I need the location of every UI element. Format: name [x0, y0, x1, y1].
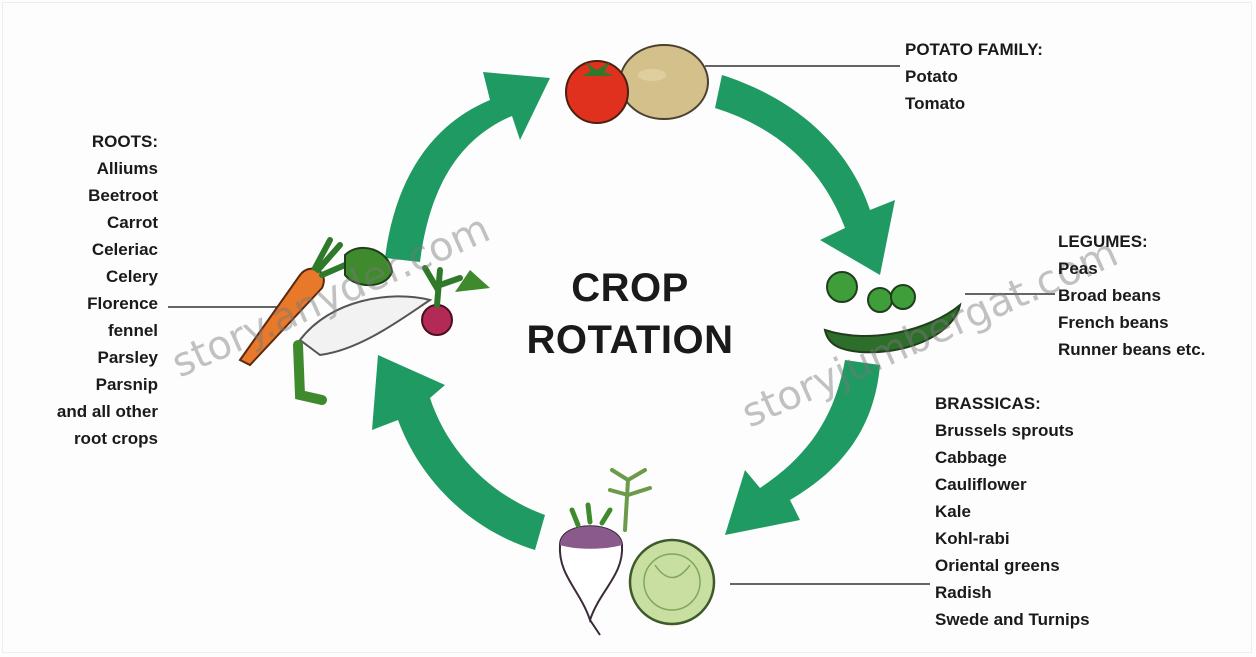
legumes-item: Peas: [1058, 255, 1253, 282]
brassicas-item: Swede and Turnips: [935, 606, 1135, 633]
potato-family-icons: [566, 45, 708, 123]
brassicas-group: BRASSICAS: Brussels sprouts Cabbage Caul…: [935, 390, 1135, 633]
brassicas-item: Kohl-rabi: [935, 525, 1135, 552]
brassica-icons: [560, 470, 714, 635]
legumes-item: Broad beans: [1058, 282, 1253, 309]
pea-icon: [827, 272, 857, 302]
roots-item: Celeriac: [40, 236, 158, 263]
roots-item: fennel: [40, 317, 158, 344]
brassicas-heading: BRASSICAS:: [935, 390, 1135, 417]
roots-item: Parsnip: [40, 371, 158, 398]
brassicas-item: Brussels sprouts: [935, 417, 1135, 444]
roots-item: Celery: [40, 263, 158, 290]
roots-heading: ROOTS:: [40, 128, 158, 155]
brassicas-item: Cauliflower: [935, 471, 1135, 498]
brassicas-item: Radish: [935, 579, 1135, 606]
legumes-item: French beans: [1058, 309, 1253, 336]
arrow-brassicas-to-roots: [372, 355, 545, 550]
title-line-2: ROTATION: [500, 314, 760, 366]
cabbage-icon: [630, 540, 714, 624]
legumes-heading: LEGUMES:: [1058, 228, 1253, 255]
brassicas-item: Oriental greens: [935, 552, 1135, 579]
roots-item: Florence: [40, 290, 158, 317]
potato-family-item: Potato: [905, 63, 1105, 90]
potato-icon: [620, 45, 708, 119]
roots-item: Carrot: [40, 209, 158, 236]
roots-group: ROOTS: Alliums Beetroot Carrot Celeriac …: [40, 128, 158, 452]
diagram-title: CROP ROTATION: [500, 262, 760, 366]
radish-leaves-icon: [610, 470, 650, 530]
roots-item: Beetroot: [40, 182, 158, 209]
legumes-group: LEGUMES: Peas Broad beans French beans R…: [1058, 228, 1253, 363]
potato-family-group: POTATO FAMILY: Potato Tomato: [905, 36, 1105, 117]
title-line-1: CROP: [500, 262, 760, 314]
brassicas-item: Cabbage: [935, 444, 1135, 471]
roots-item: root crops: [40, 425, 158, 452]
potato-family-heading: POTATO FAMILY:: [905, 36, 1105, 63]
potato-family-item: Tomato: [905, 90, 1105, 117]
arrow-potato-to-legumes: [715, 75, 895, 275]
beetroot-icon: [422, 305, 452, 335]
roots-item: Parsley: [40, 344, 158, 371]
roots-item: and all other: [40, 398, 158, 425]
roots-item: Alliums: [40, 155, 158, 182]
legumes-item: Runner beans etc.: [1058, 336, 1253, 363]
brassicas-item: Kale: [935, 498, 1135, 525]
